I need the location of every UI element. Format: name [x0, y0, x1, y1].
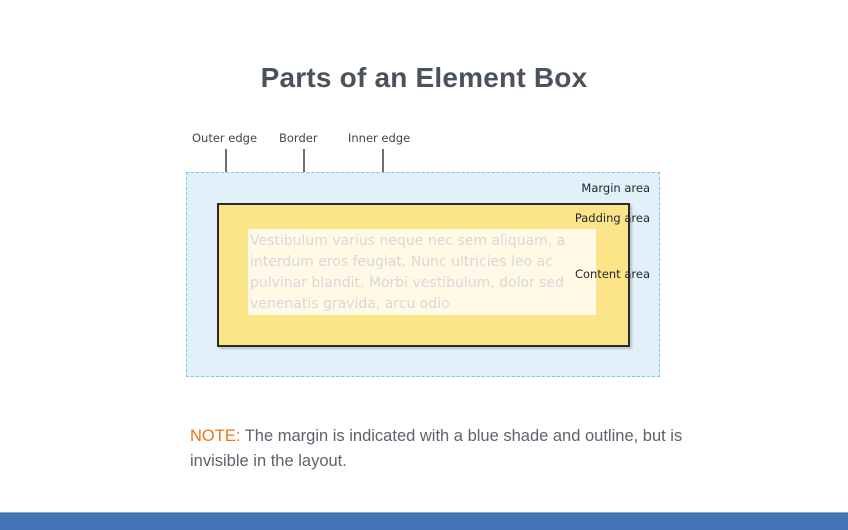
callout-leader-line-outer-edge — [225, 149, 227, 173]
footer-bar — [0, 512, 848, 530]
note-tag: NOTE: — [190, 427, 241, 445]
page-title: Parts of an Element Box — [260, 62, 588, 93]
callout-label-border: Border — [279, 131, 318, 145]
note-block: NOTE: The margin is indicated with a blu… — [190, 424, 690, 474]
margin-area-label: Margin area — [581, 181, 650, 195]
padding-area-label: Padding area — [574, 211, 650, 225]
content-area-box — [248, 229, 596, 315]
note-body: The margin is indicated with a blue shad… — [190, 427, 683, 470]
content-area-lorem-text: Vestibulum varius neque nec sem aliquam,… — [250, 233, 566, 312]
callout-label-inner-edge: Inner edge — [348, 131, 411, 145]
content-area-label: Content area — [574, 267, 650, 281]
callout-label-outer-edge: Outer edge — [192, 131, 258, 145]
